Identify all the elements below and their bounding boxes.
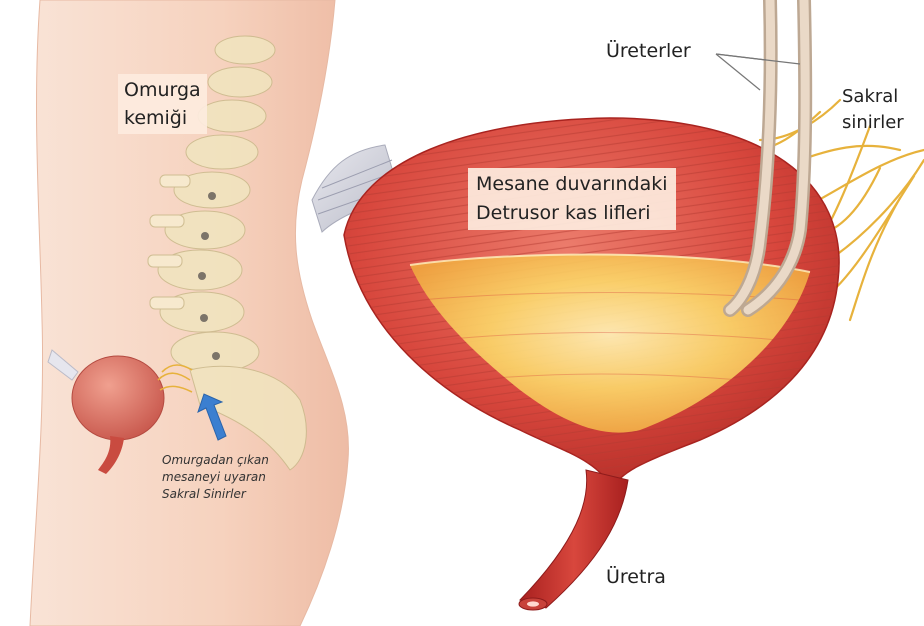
urethra-label: Üretra — [606, 566, 666, 588]
nerves-caption: Omurgadan çıkan mesaneyi uyaran Sakral S… — [162, 452, 269, 503]
nerves-caption-line2: mesaneyi uyaran — [162, 469, 269, 486]
ureters-label: Üreterler — [606, 40, 691, 62]
spine-label-line2: kemiği — [124, 104, 201, 132]
sacral-nerves-label-line1: Sakral — [842, 84, 904, 110]
detrusor-label-line1: Mesane duvarındaki — [476, 170, 668, 199]
spine-label: Omurga kemiği — [118, 74, 207, 134]
spine-label-line1: Omurga — [124, 76, 201, 104]
nerves-caption-line1: Omurgadan çıkan — [162, 452, 269, 469]
urethra-illustration — [519, 470, 628, 610]
sacral-nerves-label-line2: sinirler — [842, 110, 904, 136]
sacral-nerves-label: Sakral sinirler — [842, 84, 904, 136]
detrusor-label-line2: Detrusor kas lifleri — [476, 199, 668, 228]
nerves-caption-line3: Sakral Sinirler — [162, 486, 269, 503]
detrusor-label: Mesane duvarındaki Detrusor kas lifleri — [468, 168, 676, 230]
leader-lines — [716, 54, 800, 90]
